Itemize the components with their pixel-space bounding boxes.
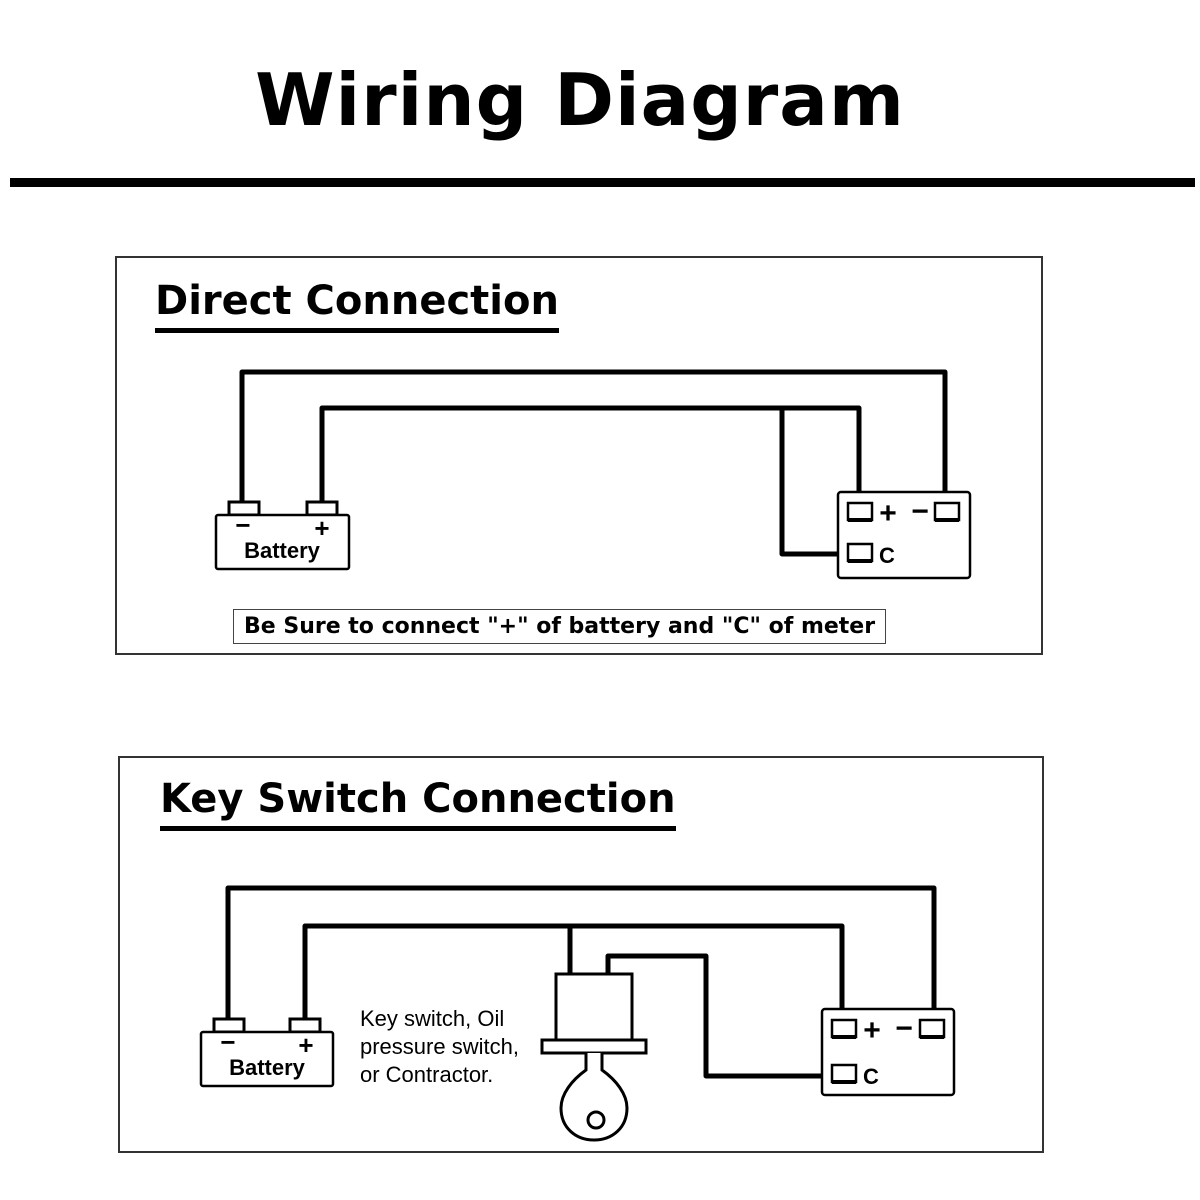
battery-minus-sign: − <box>220 1027 235 1057</box>
wire-switch-output-to-meter-c <box>605 953 832 1079</box>
battery-body <box>199 1030 335 1088</box>
wires <box>239 369 948 557</box>
wire-battery-plus-to-meter-plus <box>319 405 862 504</box>
meter-plus-sign: + <box>879 497 897 530</box>
meter-c-terminal <box>846 542 874 563</box>
wires <box>225 885 937 1079</box>
wire-battery-minus-to-meter-minus <box>225 885 937 1020</box>
meter-plus-terminal <box>846 501 874 522</box>
connection-note: Be Sure to connect "+" of battery and "C… <box>233 609 887 644</box>
wire-battery-plus-to-meter-plus <box>302 923 845 1020</box>
key-switch-body <box>554 972 634 1042</box>
meter-c-label: C <box>863 1064 879 1089</box>
battery-plus-sign: + <box>298 1030 313 1060</box>
battery-label: Battery <box>244 538 321 563</box>
meter-minus-terminal <box>933 501 961 522</box>
key-switch-description-line: or Contractor. <box>360 1062 494 1087</box>
meter-minus-sign: − <box>895 1012 913 1045</box>
page-title: Wiring Diagram <box>255 58 905 142</box>
key-switch-connection-panel: Key Switch Connection − + Battery <box>118 756 1044 1153</box>
key-switch-description: Key switch, Oil pressure switch, or Cont… <box>360 1005 550 1089</box>
direct-connection-panel: Direct Connection − + Battery + − <box>115 256 1043 655</box>
battery-minus-sign: − <box>235 510 250 540</box>
battery-body <box>214 513 351 571</box>
meter-minus-terminal <box>918 1018 946 1039</box>
meter-plus-sign: + <box>863 1014 881 1047</box>
title-divider <box>10 178 1195 187</box>
key-switch-connection-diagram: − + Battery + − C <box>199 885 956 1142</box>
battery-plus-sign: + <box>314 513 329 543</box>
wire-battery-plus-to-meter-c <box>779 408 847 557</box>
key-switch-hole <box>586 1110 606 1130</box>
meter: + − C <box>820 1007 956 1097</box>
key-switch-description-line: Key switch, Oil <box>360 1006 505 1031</box>
meter-minus-sign: − <box>911 495 929 528</box>
battery-label: Battery <box>229 1055 306 1080</box>
direct-connection-diagram: − + Battery + − C <box>214 369 972 580</box>
key-switch-description-line: pressure switch, <box>360 1034 519 1059</box>
key-switch-connection-heading: Key Switch Connection <box>160 776 676 831</box>
key-switch-bulb <box>559 1053 629 1142</box>
wire-battery-minus-to-meter-minus <box>239 369 948 504</box>
battery: − + Battery <box>214 500 351 571</box>
key-switch-flange <box>540 1038 648 1055</box>
meter: + − C <box>836 490 972 580</box>
meter-c-terminal <box>830 1063 858 1084</box>
meter-plus-terminal <box>830 1018 858 1039</box>
meter-c-label: C <box>879 543 895 568</box>
direct-connection-heading: Direct Connection <box>155 278 559 333</box>
battery: − + Battery <box>199 1017 335 1088</box>
key-switch-icon <box>540 972 648 1142</box>
